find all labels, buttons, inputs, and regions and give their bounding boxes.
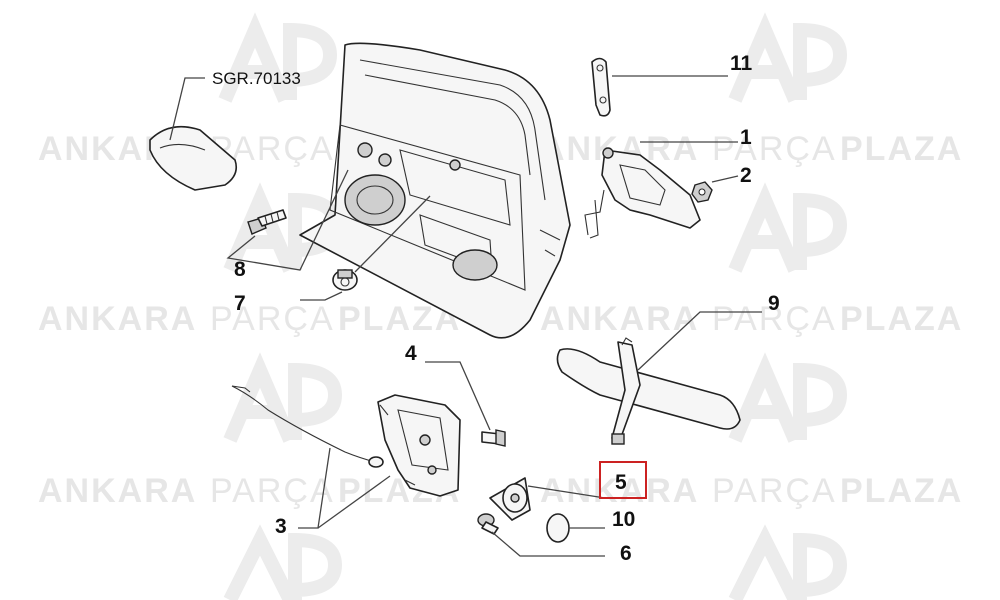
- watermark-row-3: ANKARA PARÇA PLAZA ANKARA PARÇA PLAZA: [38, 472, 963, 510]
- callout-8[interactable]: 8: [234, 258, 246, 281]
- callout-4[interactable]: 4: [405, 342, 417, 365]
- watermark-row-1: ANKARA PARÇA PLAZA ANKARA PARÇA PLAZA: [38, 130, 963, 168]
- leader-line: [317, 475, 391, 529]
- gasket-icon: [546, 513, 570, 543]
- callout-9[interactable]: 9: [768, 292, 780, 315]
- callout-5[interactable]: 5: [615, 471, 627, 494]
- callout-labels: 11 1 2 8 7 9 4 3 10 6 5: [234, 52, 780, 565]
- watermark-text: ANKARA: [38, 472, 197, 510]
- callout-3[interactable]: 3: [275, 515, 287, 538]
- trim-cover-icon: [149, 125, 238, 191]
- watermark-text: PLAZA: [840, 130, 963, 168]
- leader-line: [527, 485, 606, 499]
- leader-line: [169, 77, 205, 141]
- leader-line: [711, 175, 739, 183]
- callout-7[interactable]: 7: [234, 292, 246, 315]
- leader-line: [300, 291, 343, 301]
- bolt-icon: [247, 209, 287, 235]
- plate-icon: [489, 477, 531, 521]
- watermark-logo: [218, 12, 848, 600]
- watermark-text: ANKARA: [540, 472, 699, 510]
- highlight-box: [599, 461, 647, 499]
- watermark-text: PARÇA: [712, 130, 837, 168]
- cable-icon: [231, 385, 384, 468]
- leader-line: [491, 531, 605, 557]
- leader-line: [226, 169, 349, 271]
- handle-icon: [584, 147, 701, 239]
- bracket-icon: [591, 57, 611, 117]
- watermark-text: PLAZA: [840, 472, 963, 510]
- callout-6[interactable]: 6: [620, 542, 632, 565]
- watermark-text: PARÇA: [210, 300, 335, 338]
- clip-icon: [332, 269, 358, 291]
- watermark-text: PARÇA: [712, 300, 837, 338]
- callout-2[interactable]: 2: [740, 164, 752, 187]
- watermark-layer: ANKARA PARÇA PLAZA ANKARA PARÇA PLAZA AN…: [38, 12, 963, 600]
- watermark-text: PLAZA: [840, 300, 963, 338]
- nut-icon: [691, 181, 713, 203]
- leader-line: [354, 195, 431, 273]
- lock-mechanism-icon: [377, 394, 461, 497]
- callout-1[interactable]: 1: [740, 126, 752, 149]
- callout-10[interactable]: 10: [612, 508, 635, 531]
- reference-code: SGR.70133: [212, 69, 301, 88]
- callout-11[interactable]: 11: [730, 52, 753, 75]
- bolt-icon: [477, 513, 499, 535]
- bolt-icon: [481, 429, 506, 447]
- watermark-text: ANKARA: [540, 300, 699, 338]
- leader-line: [425, 361, 491, 431]
- watermark-text: PARÇA: [210, 472, 335, 510]
- check-strap-icon: [556, 337, 741, 445]
- leader-line: [637, 311, 762, 371]
- watermark-text: ANKARA: [38, 300, 197, 338]
- door-panel-icon: [299, 42, 571, 339]
- watermark-text: PARÇA: [712, 472, 837, 510]
